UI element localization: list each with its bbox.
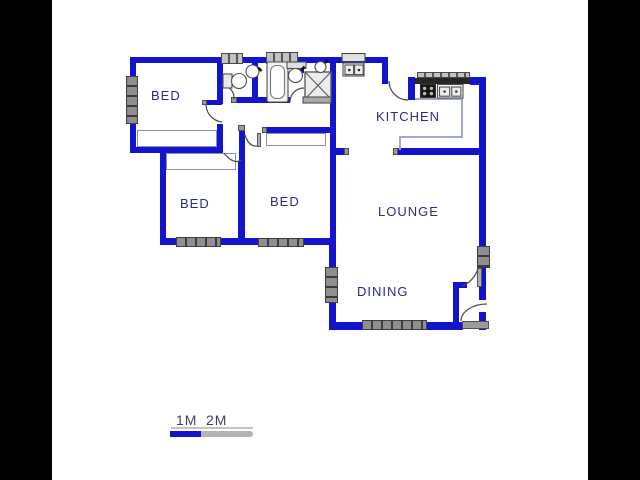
jamb-cap-wc-door <box>231 97 237 103</box>
kitchen-counter-front-line <box>415 98 463 100</box>
wall-bed1-right-lower <box>217 124 223 153</box>
toilet-tank-wc <box>222 73 233 89</box>
bed1-door-leaf <box>206 100 222 105</box>
wall-entry-alcove-left <box>453 282 459 325</box>
cupboard-bed2 <box>166 153 236 170</box>
bathtub-inner <box>269 64 286 100</box>
bed1-door-leaf-tip <box>202 100 207 105</box>
kitchen-zone-line-bottom <box>399 136 463 138</box>
left-matte-bar <box>0 0 52 480</box>
wall-hall-stub <box>330 148 344 155</box>
wall-kitchen-door-jamb <box>408 77 415 100</box>
door-swing-bathroom <box>289 87 305 103</box>
room-label-kitchen: KITCHEN <box>376 109 441 124</box>
door-swing-bed1 <box>205 104 223 123</box>
right-matte-bar <box>588 0 640 480</box>
shower-x-2 <box>304 71 332 100</box>
wall-bath-bottom <box>262 97 290 103</box>
bed3-door-leaf <box>257 133 261 147</box>
door-swing-bed3 <box>244 134 258 147</box>
drain-dot-1 <box>348 68 351 72</box>
kitchen-counter-edge <box>415 78 470 84</box>
window-dining-bottom <box>362 320 427 330</box>
window-bed2 <box>176 237 221 247</box>
stove-burner-3 <box>422 91 427 96</box>
wall-bed2-left <box>160 153 166 245</box>
window-kitchen-counter <box>417 72 470 78</box>
bathtub <box>266 61 289 103</box>
window-bed1-left <box>126 76 138 124</box>
kitchen-sink-top-basin-1 <box>344 64 355 76</box>
wall-bed2-bed3-divider <box>238 161 245 245</box>
entry-door-threshold <box>462 321 489 329</box>
wall-entry-alcove-top <box>453 282 467 288</box>
window-vent-bathroom <box>266 52 298 64</box>
shower-threshold <box>302 96 332 104</box>
wall-wc-right <box>252 57 258 103</box>
stove <box>419 83 437 99</box>
room-label-dining: DINING <box>357 284 409 299</box>
scale-underline <box>171 427 253 429</box>
jamb-cap-lounge-opening-left <box>344 148 349 155</box>
window-vent-wc <box>221 53 243 64</box>
shower-tray <box>304 71 332 100</box>
wall-bath-right <box>298 57 304 73</box>
wall-right-upper <box>479 77 486 247</box>
kitchen-sink-top <box>342 62 365 77</box>
wall-top <box>130 57 388 63</box>
stove-burner-2 <box>429 86 434 91</box>
wall-bed1-bottom <box>130 147 223 153</box>
scale-bar-2m-segment <box>201 431 253 437</box>
kitchen-sink-basin-1 <box>438 86 451 97</box>
wall-kitchen-step <box>382 57 388 84</box>
lounge-inner-door-leaf <box>477 268 482 287</box>
jamb-cap-bed2-door <box>238 125 245 131</box>
kitchen-sink-basin-2 <box>451 86 462 97</box>
cupboard-bed3 <box>266 133 326 146</box>
wall-kitchen-top-right-corner <box>470 77 486 85</box>
kitchen-zone-line-right <box>461 98 463 138</box>
jamb-cap-lounge-opening-right <box>393 148 398 155</box>
stove-burner-4 <box>429 91 434 96</box>
room-label-bed1: BED <box>151 88 181 103</box>
wall-wc-bottom <box>237 97 262 103</box>
shower-x-1 <box>304 71 332 100</box>
stove-burner-1 <box>422 86 427 91</box>
basin-shower-room <box>314 60 327 74</box>
drain-dot-4 <box>455 90 458 93</box>
kitchen-zone-line-left <box>399 136 401 150</box>
wall-right-mid <box>479 267 486 300</box>
kitchen-sink-counter <box>436 83 464 99</box>
drain-dot-2 <box>357 68 361 72</box>
scale-label-1m: 1M <box>176 412 198 428</box>
room-label-bed2: BED <box>180 196 210 211</box>
jamb-cap-bed3-door <box>262 127 267 133</box>
kitchen-sink-top-basin-2 <box>354 64 364 76</box>
door-swing-kitchen <box>388 80 409 101</box>
scale-bar-1m-segment <box>170 431 201 437</box>
bed2-door-leaf <box>239 131 245 161</box>
basin-tap-wc <box>257 66 263 72</box>
window-lounge-right <box>477 246 490 268</box>
toilet-bowl-wc <box>230 72 248 90</box>
window-dining-left <box>325 267 338 303</box>
wall-beds-bottom <box>160 238 336 245</box>
sink-tap <box>457 79 463 85</box>
wall-bed3-top <box>267 127 330 133</box>
window-bed3 <box>258 238 304 247</box>
drain-dot-3 <box>443 90 446 93</box>
room-label-bed3: BED <box>270 194 300 209</box>
scale-label-2m: 2M <box>206 412 228 428</box>
wall-bed1-right-upper <box>217 57 223 104</box>
room-label-lounge: LOUNGE <box>378 204 439 219</box>
cupboard-bed1 <box>137 130 217 147</box>
wall-kitchen-bottom <box>398 148 482 155</box>
